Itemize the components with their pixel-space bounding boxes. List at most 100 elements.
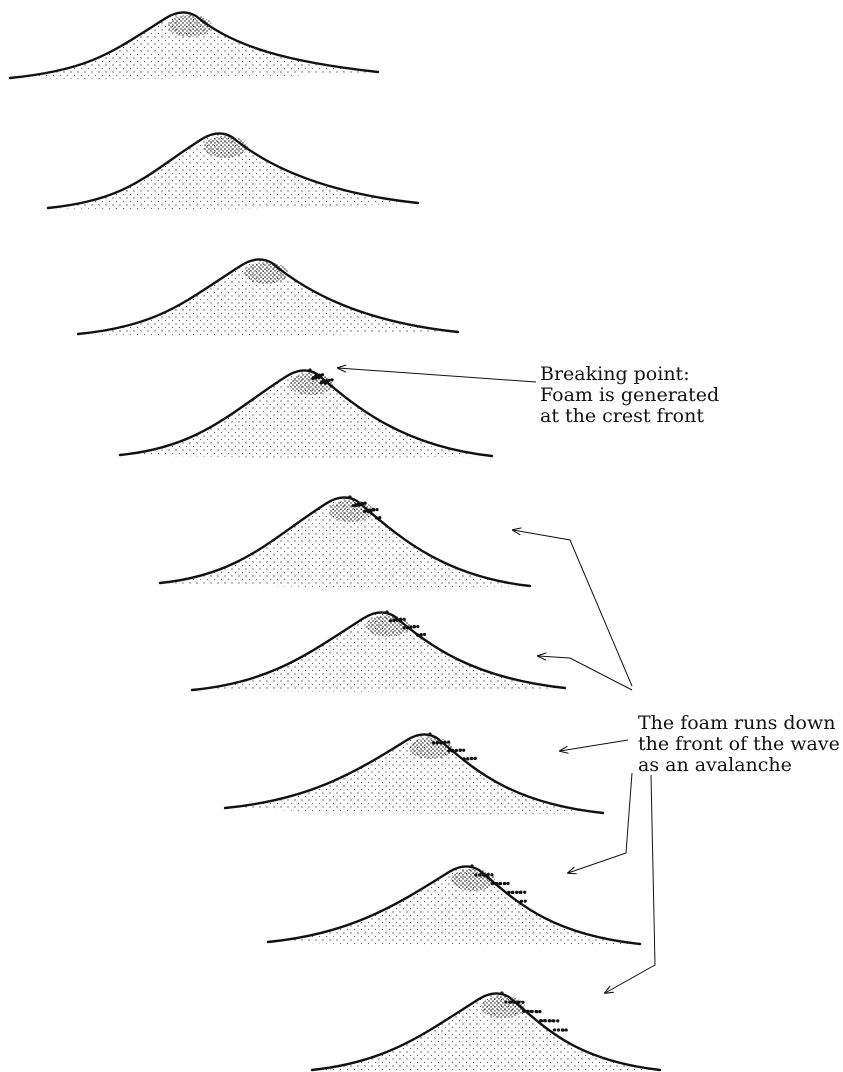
foam-dot — [490, 873, 493, 876]
avalanche-line-2: the front of the wave — [638, 734, 840, 755]
foam-dot — [552, 1019, 555, 1022]
foam-dot — [308, 368, 311, 371]
avalanche-arrow-5 — [605, 775, 655, 993]
foam-dot — [385, 610, 388, 613]
avalanche-label: The foam runs down the front of the wave… — [638, 713, 840, 776]
foam-dot — [557, 1028, 560, 1031]
foam-dot — [470, 864, 473, 867]
wave-stage-4 — [120, 368, 492, 457]
wave-stage-9 — [312, 991, 660, 1072]
crest-shading — [451, 869, 495, 891]
foam-dot — [357, 502, 360, 505]
foam-dot — [531, 1010, 534, 1013]
foam-dot — [443, 741, 446, 744]
foam-dot — [544, 1019, 547, 1022]
wave-stage-8 — [268, 864, 640, 945]
wave-stage-3 — [78, 259, 458, 335]
foam-dot — [447, 749, 450, 752]
foam-dot — [360, 502, 363, 505]
foam-dot — [499, 882, 502, 885]
foam-dot — [540, 1019, 543, 1022]
avalanche-arrow-1 — [513, 530, 632, 686]
foam-dot — [459, 749, 462, 752]
foam-dot — [328, 379, 331, 382]
breaking-point-line-3: at the crest front — [540, 406, 719, 427]
avalanche-arrow-4 — [568, 773, 632, 873]
avalanche-arrow-2 — [538, 656, 632, 690]
wave-stage-7 — [225, 732, 603, 814]
foam-dot — [440, 741, 443, 744]
foam-dot — [409, 625, 412, 628]
foam-dot — [366, 509, 369, 512]
wave-stage-6 — [192, 610, 565, 691]
foam-dot — [553, 1028, 556, 1031]
foam-dot — [396, 618, 399, 621]
foam-dot — [517, 1001, 520, 1004]
foam-dot — [466, 757, 469, 760]
foam-dot — [419, 633, 422, 636]
foam-dot — [524, 900, 527, 903]
foam-dot — [548, 1019, 551, 1022]
foam-dot — [506, 882, 509, 885]
foam-dot — [522, 1010, 525, 1013]
foam-dot — [399, 618, 402, 621]
breaking-point-arrow — [338, 368, 536, 382]
foam-dot — [436, 741, 439, 744]
foam-dot — [487, 873, 490, 876]
breaking-point-label: Breaking point: Foam is generated at the… — [540, 364, 719, 427]
crest-shading — [168, 15, 212, 37]
wave-stage-2 — [48, 133, 418, 209]
foam-dot — [504, 1000, 507, 1003]
foam-dot — [478, 873, 481, 876]
foam-dot — [348, 495, 351, 498]
foam-dot — [447, 740, 450, 743]
crest-shading — [481, 996, 525, 1018]
foam-dot — [474, 873, 477, 876]
breaking-point-line-1: Breaking point: — [540, 364, 719, 385]
foam-dot — [519, 891, 522, 894]
foam-dot — [491, 882, 494, 885]
foam-dot — [511, 891, 514, 894]
foam-dot — [514, 1001, 517, 1004]
wave-profiles — [10, 12, 660, 1072]
foam-dot — [565, 1028, 568, 1031]
foam-dot — [354, 503, 357, 506]
wave-stage-1 — [10, 12, 378, 79]
foam-dot — [369, 509, 372, 512]
foam-dot — [451, 749, 454, 752]
foam-dot — [520, 900, 523, 903]
crest-shading — [409, 737, 453, 759]
breaking-point-line-2: Foam is generated — [540, 385, 719, 406]
foam-dot — [483, 873, 486, 876]
foam-dot — [503, 882, 506, 885]
foam-dot — [416, 633, 419, 636]
foam-dot — [495, 882, 498, 885]
foam-dot — [322, 380, 325, 383]
foam-dot — [463, 757, 466, 760]
avalanche-arrow-3 — [560, 740, 628, 751]
foam-dot — [470, 757, 473, 760]
foam-dot — [500, 991, 503, 994]
foam-dot — [432, 741, 435, 744]
foam-dot — [378, 516, 381, 519]
foam-dot — [392, 619, 395, 622]
foam-dot — [521, 1001, 524, 1004]
foam-dot — [330, 378, 333, 381]
foam-dot — [523, 891, 526, 894]
foam-dot — [509, 1001, 512, 1004]
foam-dot — [406, 626, 409, 629]
foam-dot — [538, 1010, 541, 1013]
foam-dot — [474, 757, 477, 760]
foam-dot — [318, 374, 321, 377]
crest-shading — [244, 262, 288, 284]
foam-dot — [372, 508, 375, 511]
foam-dot — [535, 1010, 538, 1013]
foam-dot — [423, 633, 426, 636]
foam-dot — [527, 1010, 530, 1013]
foam-dot — [413, 625, 416, 628]
foam-dot — [455, 749, 458, 752]
foam-dot — [556, 1019, 559, 1022]
foam-dot — [562, 1028, 565, 1031]
foam-dot — [508, 891, 511, 894]
